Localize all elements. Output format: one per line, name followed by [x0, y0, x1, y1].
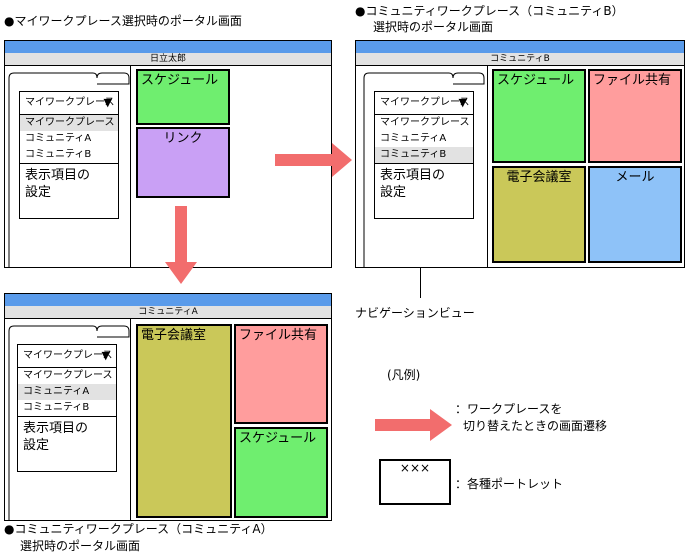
window-title: コミュニティB: [356, 53, 684, 66]
settings-label-line1: 表示項目の: [380, 168, 446, 183]
display-settings-link[interactable]: 表示項目の 設定: [20, 163, 118, 201]
workplace-select-value: マイワークプレース: [380, 97, 470, 108]
menu-item-community-b[interactable]: コミュニティB: [23, 402, 90, 413]
legend-arrow-desc-line2: 切り替えたときの画面遷移: [463, 419, 608, 433]
settings-label-line1: 表示項目の: [23, 421, 89, 436]
menu-item-my-workplace[interactable]: マイワークプレース: [23, 370, 113, 381]
pane-divider: [130, 319, 131, 520]
legend-arrow-desc-line1: ：ワークプレースを: [455, 402, 563, 416]
heading-community-a-line1: ●コミュニティワークプレース（コミュニティA）: [4, 522, 273, 536]
portlet-file-share: ファイル共有: [234, 324, 328, 424]
title-bar: [5, 41, 331, 53]
menu-item-my-workplace[interactable]: マイワークプレース: [380, 117, 470, 128]
workplace-select[interactable]: マイワークプレース ▼: [375, 92, 473, 115]
menu-item-community-a[interactable]: コミュニティA: [18, 384, 116, 400]
menu-item-community-b[interactable]: コミュニティB: [25, 149, 92, 160]
dropdown-triangle-icon: ▼: [101, 349, 110, 362]
dropdown-triangle-icon: ▼: [458, 96, 467, 109]
navigation-view-frame: [8, 325, 130, 521]
portlet-link: リンク: [136, 127, 230, 198]
display-settings-link[interactable]: 表示項目の 設定: [375, 163, 473, 201]
portlet-file-share: ファイル共有: [588, 69, 682, 163]
workplace-select[interactable]: マイワークプレース ▼: [18, 345, 116, 368]
legend-portlet-desc: ：各種ポートレット: [455, 477, 564, 491]
window-title: 日立太郎: [5, 53, 331, 66]
legend-portlet-sample: ×××: [379, 459, 451, 505]
menu-item-community-a[interactable]: コミュニティA: [25, 133, 92, 144]
heading-community-b-line1: ●コミュニティワークプレース（コミュニティB）: [355, 4, 624, 18]
window-title: コミュニティA: [5, 306, 331, 319]
menu-item-community-a[interactable]: コミュニティA: [380, 133, 447, 144]
transition-arrow-down: [165, 206, 197, 284]
heading-my-workplace: ●マイワークプレース選択時のポータル画面: [4, 14, 242, 28]
settings-label-line2: 設定: [380, 185, 407, 200]
transition-arrow-right: [275, 143, 352, 177]
heading-community-b-line2: 選択時のポータル画面: [373, 20, 494, 34]
navigation-view-label: ナビゲーションビュー: [355, 306, 475, 320]
legend-arrow-icon: [375, 409, 452, 441]
portlet-mail: メール: [588, 166, 682, 263]
navigation-view-leader-line: [420, 268, 421, 298]
portal-window-community-b: コミュニティB マイワークプレース ▼ マイワークプレース コミュニティA コミ…: [355, 40, 685, 268]
navigation-view-frame: [8, 72, 130, 268]
pane-divider: [487, 66, 488, 267]
settings-label-line2: 設定: [25, 185, 52, 200]
pane-divider: [130, 66, 131, 267]
workplace-menu: マイワークプレース ▼ マイワークプレース コミュニティA コミュニティB 表示…: [19, 91, 119, 219]
navigation-view-frame: [363, 72, 485, 268]
workplace-select-value: マイワークプレース: [23, 350, 113, 361]
workplace-select[interactable]: マイワークプレース ▼: [20, 92, 118, 115]
menu-item-community-b[interactable]: コミュニティB: [375, 147, 473, 163]
workplace-menu: マイワークプレース ▼ マイワークプレース コミュニティA コミュニティB 表示…: [17, 344, 117, 472]
portlet-schedule: スケジュール: [492, 69, 586, 163]
portlet-schedule: スケジュール: [136, 69, 230, 125]
title-bar: [356, 41, 684, 53]
workplace-menu: マイワークプレース ▼ マイワークプレース コミュニティA コミュニティB 表示…: [374, 91, 474, 219]
display-settings-link[interactable]: 表示項目の 設定: [18, 416, 116, 454]
menu-item-my-workplace[interactable]: マイワークプレース: [20, 115, 118, 131]
portal-window-community-a: コミュニティA マイワークプレース ▼ マイワークプレース コミュニティA コミ…: [4, 293, 332, 521]
settings-label-line1: 表示項目の: [25, 168, 91, 183]
title-bar: [5, 294, 331, 306]
settings-label-line2: 設定: [23, 438, 50, 453]
portlet-schedule: スケジュール: [234, 427, 328, 518]
heading-community-a-line2: 選択時のポータル画面: [20, 539, 141, 553]
legend-title: (凡例): [387, 368, 421, 382]
workplace-select-value: マイワークプレース: [25, 97, 115, 108]
portlet-conference-room: 電子会議室: [492, 166, 586, 263]
portlet-conference-room: 電子会議室: [136, 324, 232, 518]
dropdown-triangle-icon: ▼: [103, 96, 112, 109]
